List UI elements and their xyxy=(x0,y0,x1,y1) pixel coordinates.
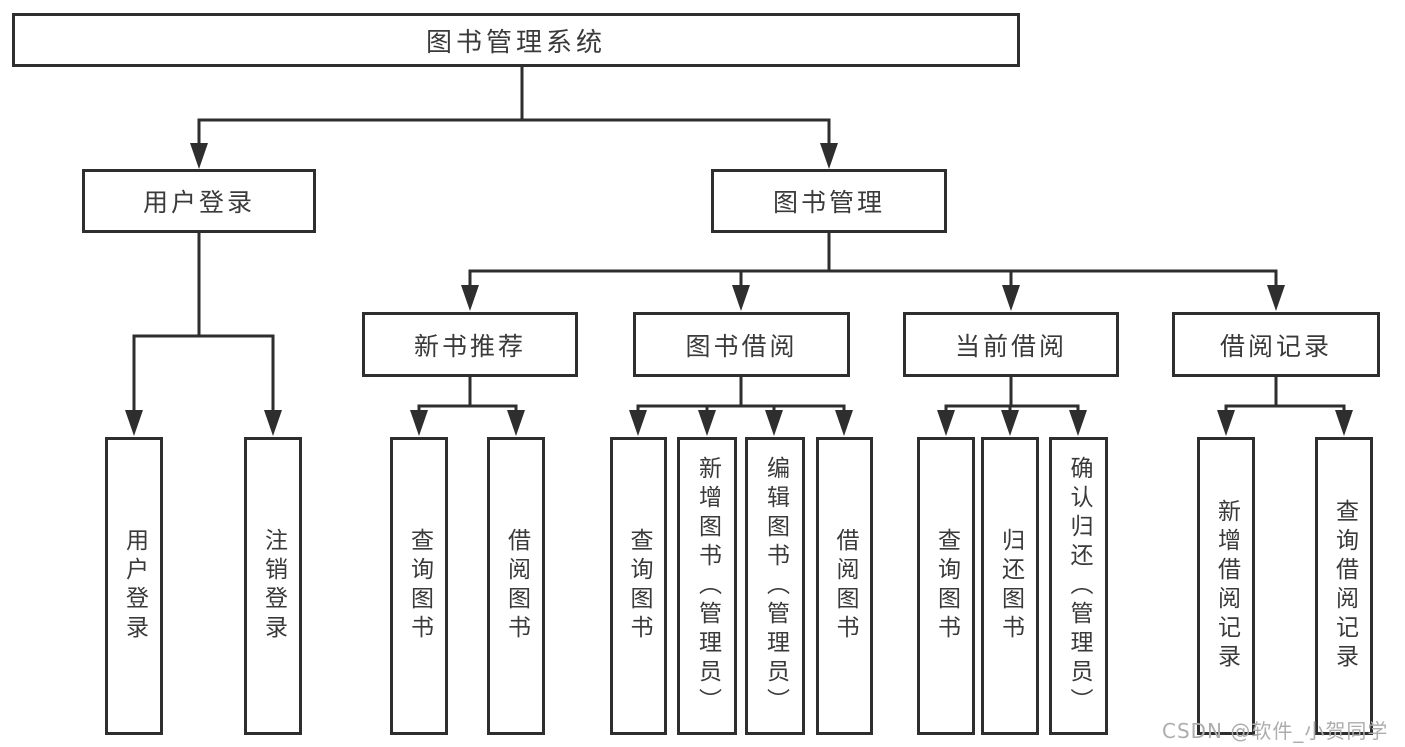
leaf-borrow-book: 借阅图书 xyxy=(816,437,873,735)
node-label: 新增图书（管理员） xyxy=(694,455,721,717)
leaf-query-book-borrow: 查询图书 xyxy=(610,437,667,735)
node-label: 用户登录 xyxy=(121,528,148,644)
node-label: 借阅记录 xyxy=(1219,331,1332,361)
node-book-management: 图书管理 xyxy=(711,169,947,233)
leaf-return-book: 归还图书 xyxy=(981,437,1039,735)
node-label: 当前借阅 xyxy=(954,331,1067,361)
node-label: 查询图书 xyxy=(933,528,960,644)
leaf-query-book-recommend: 查询图书 xyxy=(390,437,448,735)
node-user-login: 用户登录 xyxy=(82,169,316,233)
node-current-borrow: 当前借阅 xyxy=(903,312,1119,377)
leaf-logout: 注销登录 xyxy=(244,437,302,735)
node-label: 确认归还（管理员） xyxy=(1066,455,1092,717)
leaf-confirm-return-admin: 确认归还（管理员） xyxy=(1049,437,1108,735)
csdn-watermark: CSDN @软件_小贺同学 xyxy=(1162,719,1389,743)
node-label: 借阅图书 xyxy=(832,528,858,644)
node-label: 查询图书 xyxy=(626,528,652,644)
arrowheads xyxy=(125,143,1353,436)
node-label: 图书借阅 xyxy=(685,331,798,361)
node-label: 图书管理 xyxy=(772,188,885,217)
node-label: 图书管理系统 xyxy=(425,27,606,58)
node-label: 查询图书 xyxy=(406,528,433,644)
node-label: 用户登录 xyxy=(142,188,255,217)
node-root-library-management-system: 图书管理系统 xyxy=(12,13,1020,67)
node-borrow-record: 借阅记录 xyxy=(1172,312,1380,377)
node-new-book-recommend: 新书推荐 xyxy=(362,312,578,377)
node-label: 编辑图书（管理员） xyxy=(762,455,789,717)
leaf-edit-book-admin: 编辑图书（管理员） xyxy=(745,437,805,735)
node-label: 新书推荐 xyxy=(413,331,526,361)
node-label: 注销登录 xyxy=(260,528,287,644)
node-label: 借阅图书 xyxy=(503,528,530,644)
leaf-query-borrow-record: 查询借阅记录 xyxy=(1315,437,1373,735)
leaf-borrow-book-recommend: 借阅图书 xyxy=(487,437,545,735)
node-label: 归还图书 xyxy=(997,528,1024,644)
leaf-user-login: 用户登录 xyxy=(105,437,163,735)
leaf-add-borrow-record: 新增借阅记录 xyxy=(1197,437,1255,735)
leaf-add-book-admin: 新增图书（管理员） xyxy=(677,437,737,735)
leaf-query-book-current: 查询图书 xyxy=(917,437,975,735)
node-label: 查询借阅记录 xyxy=(1331,499,1358,673)
node-book-borrow: 图书借阅 xyxy=(633,312,850,377)
node-label: 新增借阅记录 xyxy=(1213,499,1240,673)
